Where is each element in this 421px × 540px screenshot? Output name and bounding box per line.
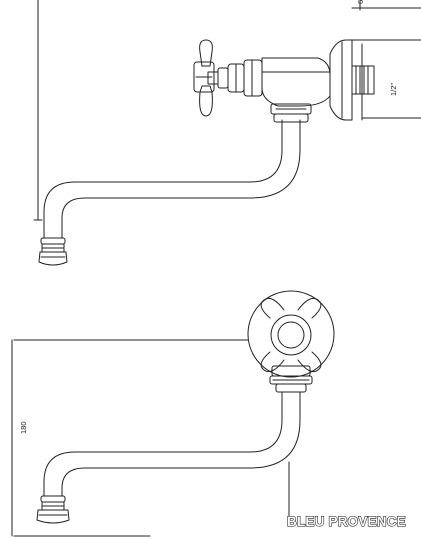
front-spout bbox=[43, 391, 301, 497]
brand-logo: BLEU PROVENCE bbox=[286, 513, 406, 529]
side-spout-nozzle bbox=[38, 237, 68, 266]
side-valve-body bbox=[261, 57, 331, 107]
side-bonnet bbox=[217, 59, 263, 97]
side-threaded-inlet bbox=[351, 65, 375, 95]
side-depth-dimension bbox=[351, 0, 421, 121]
side-wall-flange bbox=[329, 39, 353, 121]
front-spout-nozzle bbox=[36, 495, 70, 524]
front-spout-collar bbox=[269, 365, 313, 393]
front-height-label: 180 bbox=[19, 421, 28, 434]
side-view: 1/2" 60 bbox=[33, 0, 421, 266]
side-spindle bbox=[207, 71, 219, 85]
side-thread-label: 1/2" bbox=[389, 83, 398, 96]
side-spout bbox=[43, 119, 301, 239]
side-cross-handle bbox=[193, 39, 215, 117]
front-cross-handle bbox=[260, 297, 322, 373]
front-view: 180 bbox=[11, 290, 335, 537]
front-wall-flange bbox=[247, 290, 335, 378]
side-depth-label: 60 bbox=[356, 0, 365, 4]
side-spout-collar bbox=[270, 103, 312, 123]
